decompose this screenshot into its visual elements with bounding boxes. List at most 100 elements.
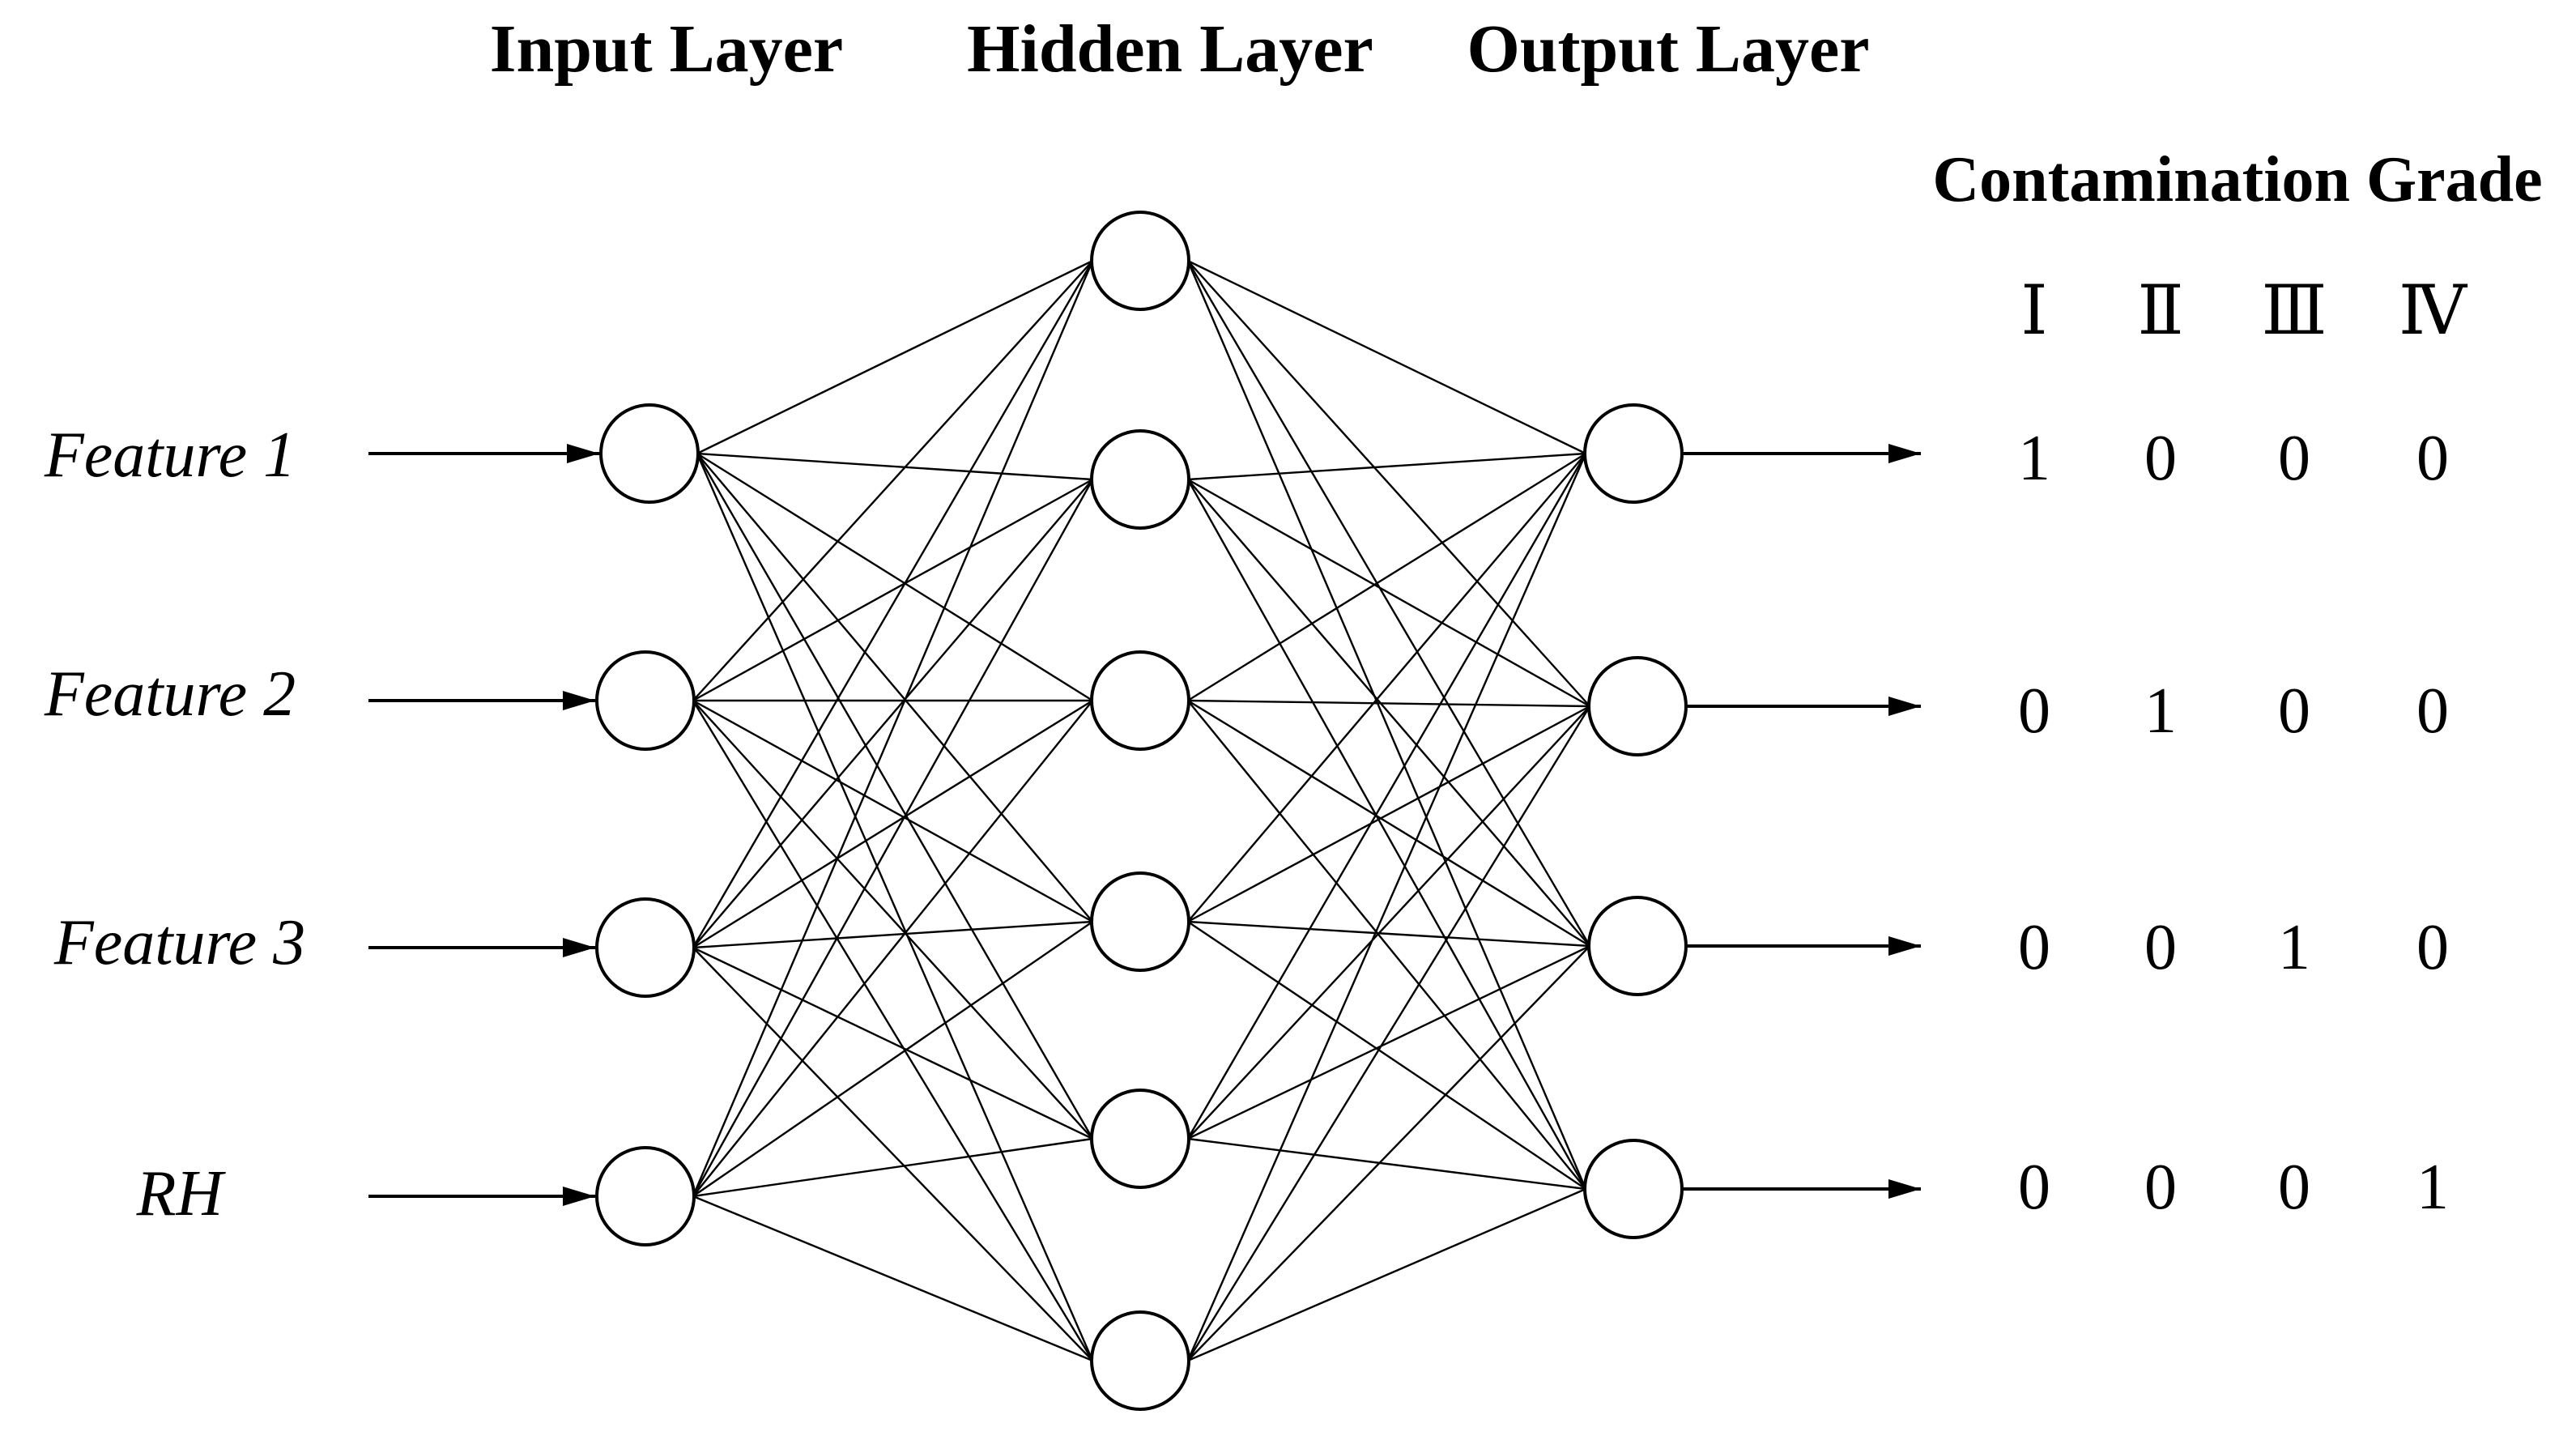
- connection-hidden-6-output-4: [1187, 1187, 1586, 1362]
- grade-cell-r3-c1: 0: [2018, 912, 2050, 983]
- connection-hidden-2-output-1: [1187, 452, 1586, 481]
- connection-hidden-1-output-4: [1186, 260, 1587, 1190]
- connection-input-4-hidden-4: [692, 921, 1093, 1197]
- connection-input-3-hidden-6: [692, 947, 1094, 1361]
- connection-hidden-2-output-4: [1186, 479, 1587, 1190]
- output-layer-title: Output Layer: [1467, 11, 1869, 87]
- connection-hidden-4-output-2: [1187, 705, 1590, 923]
- output-node-1: [1583, 403, 1684, 504]
- grade-cell-r2-c2: 1: [2144, 675, 2177, 747]
- connection-hidden-1-output-2: [1186, 260, 1591, 707]
- connection-input-3-hidden-3: [692, 699, 1093, 949]
- connection-hidden-3-output-4: [1186, 700, 1587, 1190]
- connection-hidden-1-output-3: [1186, 260, 1591, 947]
- connection-input-4-hidden-5: [692, 1137, 1093, 1198]
- grade-cell-r4-c4: 1: [2416, 1152, 2449, 1223]
- hidden-layer-title: Hidden Layer: [967, 11, 1373, 87]
- connection-hidden-4-output-3: [1187, 920, 1590, 948]
- input-layer-title: Input Layer: [490, 11, 843, 87]
- connection-hidden-3-output-2: [1187, 699, 1590, 708]
- connection-hidden-1-output-1: [1187, 259, 1586, 455]
- feature-label-3: Feature 3: [53, 907, 305, 978]
- connection-hidden-5-output-2: [1186, 705, 1591, 1140]
- grade-header-1: Ⅰ: [2020, 274, 2047, 349]
- connection-hidden-2-output-2: [1187, 478, 1590, 708]
- input-node-1: [599, 403, 700, 504]
- input-arrows: [368, 444, 599, 1206]
- connection-input-4-hidden-2: [692, 479, 1094, 1197]
- grade-row-4: 0 0 0 1: [2018, 1152, 2449, 1223]
- output-node-2: [1587, 656, 1688, 756]
- connection-hidden-4-output-1: [1186, 453, 1587, 923]
- grade-cell-r1-c1: 1: [2018, 423, 2050, 494]
- connection-hidden-5-output-1: [1186, 453, 1587, 1140]
- connection-input-3-hidden-2: [692, 479, 1094, 948]
- connection-input-2-hidden-1: [692, 260, 1094, 701]
- grade-cell-r4-c2: 0: [2144, 1152, 2177, 1223]
- hidden-node-1: [1090, 211, 1190, 311]
- grade-cell-r3-c4: 0: [2416, 912, 2449, 983]
- feature-labels: Feature 1 Feature 2 Feature 3 RH: [44, 420, 305, 1229]
- output-node-3: [1587, 896, 1688, 996]
- connection-input-4-hidden-3: [692, 700, 1094, 1197]
- connection-input-2-hidden-6: [692, 700, 1094, 1361]
- connection-hidden-2-output-3: [1186, 479, 1591, 947]
- connection-hidden-3-output-3: [1187, 699, 1590, 948]
- connection-input-3-hidden-5: [692, 946, 1093, 1140]
- grade-cell-r2-c3: 0: [2278, 675, 2310, 747]
- output-layer-nodes: [1583, 403, 1688, 1239]
- grade-cell-r1-c4: 0: [2416, 423, 2449, 494]
- connection-hidden-6-output-1: [1186, 453, 1587, 1361]
- grade-header-3: Ⅲ: [2261, 274, 2327, 349]
- input-node-3: [595, 897, 696, 998]
- connection-input-1-hidden-4: [696, 453, 1094, 923]
- connection-input-4-hidden-1: [692, 260, 1094, 1197]
- connection-input-1-hidden-2: [696, 452, 1093, 481]
- grade-cell-r2-c4: 0: [2416, 675, 2449, 747]
- connection-input-3-hidden-1: [692, 260, 1094, 948]
- hidden-node-5: [1090, 1089, 1190, 1189]
- connection-hidden-4-output-4: [1187, 921, 1586, 1190]
- grade-cell-r1-c3: 0: [2278, 423, 2310, 494]
- hidden-output-connections: [1186, 259, 1591, 1362]
- grade-row-2: 0 1 0 0: [2018, 675, 2449, 747]
- connection-hidden-3-output-1: [1187, 452, 1586, 702]
- output-arrows: [1682, 444, 1921, 1199]
- connection-hidden-5-output-4: [1187, 1137, 1586, 1191]
- feature-label-2: Feature 2: [44, 658, 296, 730]
- hidden-layer-nodes: [1090, 211, 1190, 1411]
- hidden-node-6: [1090, 1310, 1190, 1411]
- connection-input-4-hidden-6: [692, 1195, 1093, 1362]
- input-layer-nodes: [595, 403, 700, 1246]
- connection-input-2-hidden-5: [692, 700, 1094, 1140]
- feature-label-1: Feature 1: [44, 420, 296, 491]
- input-hidden-connections: [692, 259, 1094, 1362]
- hidden-node-2: [1090, 429, 1190, 530]
- grade-cell-r2-c1: 0: [2018, 675, 2050, 747]
- grade-cell-r3-c3: 1: [2278, 912, 2310, 983]
- input-node-4: [595, 1146, 696, 1246]
- feature-label-rh: RH: [136, 1158, 227, 1229]
- input-node-2: [595, 650, 696, 751]
- connection-input-3-hidden-4: [692, 920, 1093, 949]
- connection-input-1-hidden-1: [696, 259, 1093, 455]
- connection-input-1-hidden-6: [696, 453, 1094, 1361]
- grade-cell-r4-c3: 0: [2278, 1152, 2310, 1223]
- connection-input-1-hidden-3: [696, 452, 1093, 702]
- connection-hidden-5-output-3: [1187, 944, 1590, 1140]
- connection-hidden-6-output-3: [1186, 945, 1591, 1361]
- connection-input-2-hidden-2: [692, 478, 1093, 702]
- grade-header-4: Ⅳ: [2399, 274, 2468, 349]
- output-node-4: [1583, 1139, 1684, 1239]
- connection-input-2-hidden-4: [692, 699, 1093, 923]
- grade-cell-r4-c1: 0: [2018, 1152, 2050, 1223]
- contamination-grade-title: Contamination Grade: [1932, 144, 2542, 215]
- connection-input-1-hidden-5: [696, 453, 1094, 1140]
- hidden-node-4: [1090, 871, 1190, 972]
